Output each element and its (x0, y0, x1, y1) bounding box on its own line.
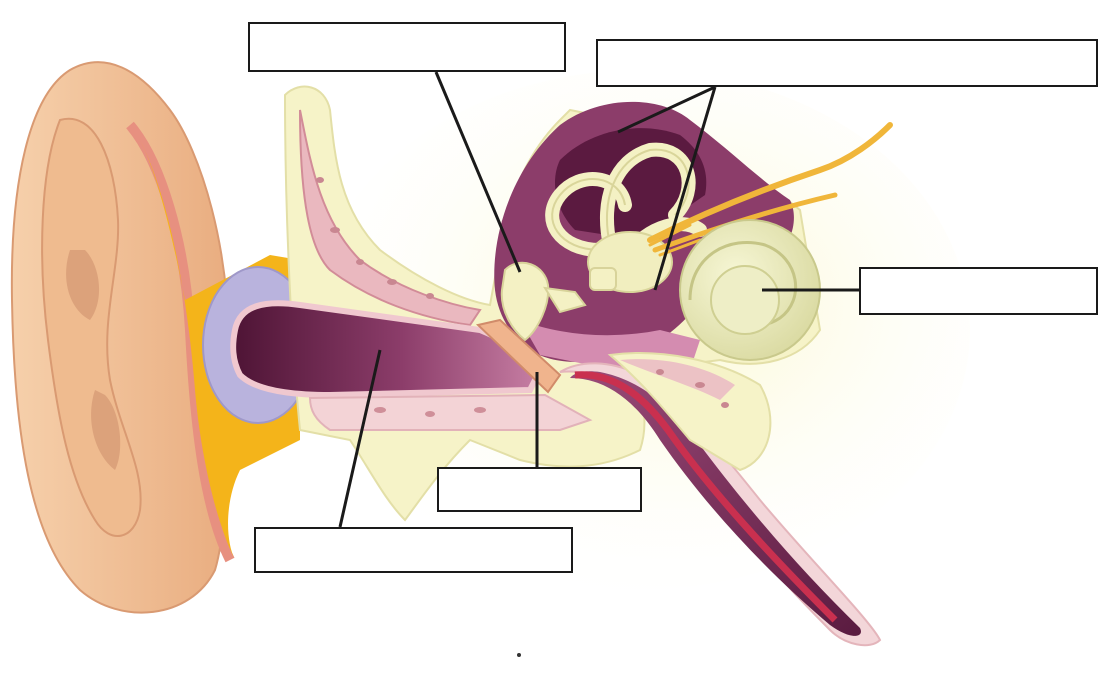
label-box-bottom-middle[interactable] (437, 467, 642, 512)
label-box-top-left[interactable] (248, 22, 566, 72)
canal-lower-wall (310, 395, 590, 430)
label-box-bottom-left[interactable] (254, 527, 573, 573)
stray-dot (517, 653, 521, 657)
label-box-right[interactable] (859, 267, 1098, 315)
label-box-top-right[interactable] (596, 39, 1098, 87)
